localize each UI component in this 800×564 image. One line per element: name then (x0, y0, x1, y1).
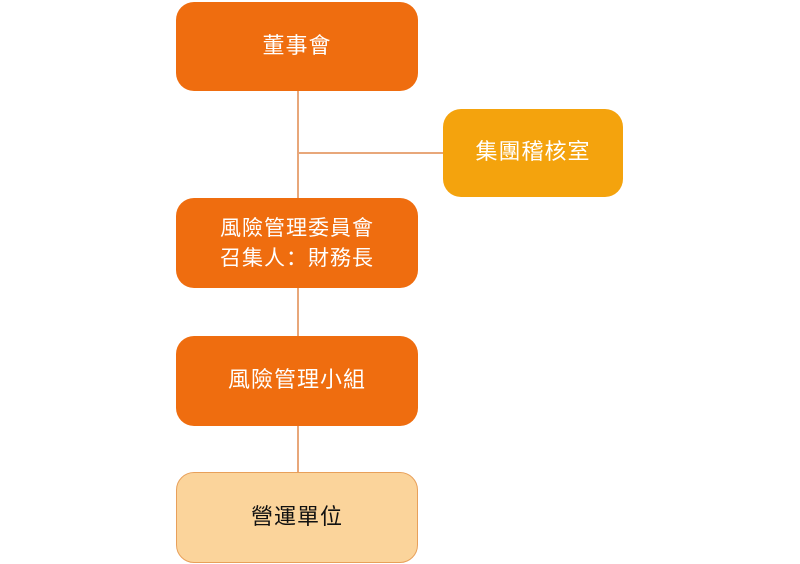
risk-management-team-box: 風險管理小組 (176, 336, 418, 426)
connector-committee-to-team (297, 288, 299, 336)
committee-convener-label: 召集人：財務長 (220, 246, 374, 270)
connector-board-to-committee (297, 91, 299, 198)
risk-management-team-label: 風險管理小組 (227, 368, 366, 394)
connector-to-audit-office (298, 152, 443, 154)
risk-management-committee-label: 風險管理委員會 (220, 215, 374, 240)
operating-units-label: 營運單位 (250, 504, 343, 530)
board-of-directors-label: 董事會 (262, 33, 332, 59)
group-audit-office-box: 集團稽核室 (443, 109, 623, 197)
connector-team-to-units (297, 426, 299, 472)
group-audit-office-label: 集團稽核室 (475, 140, 591, 166)
operating-units-box: 營運單位 (176, 472, 418, 563)
board-of-directors-box: 董事會 (176, 2, 418, 91)
risk-management-committee-box: 風險管理委員會 召集人：財務長 (176, 198, 418, 288)
